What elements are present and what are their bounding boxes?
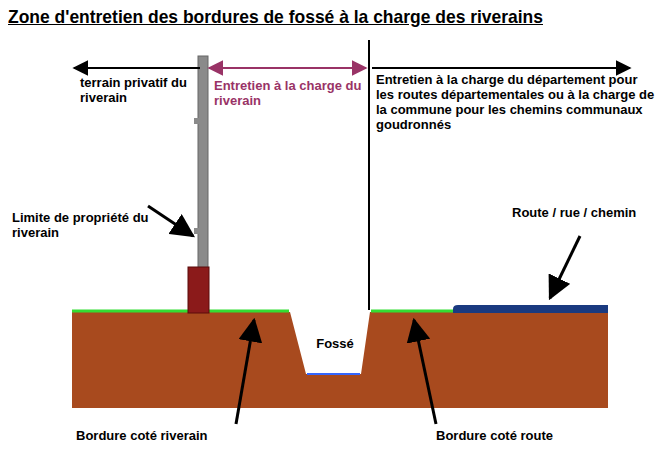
zone-arrow <box>74 67 200 69</box>
zone-arrow <box>372 67 630 69</box>
ditch-label: Fossé <box>312 336 358 351</box>
leader-arrow <box>414 320 436 424</box>
grass-strip <box>72 310 289 313</box>
zone-arrow <box>209 67 366 69</box>
callout-label: Limite de propriété du riverain <box>12 210 152 240</box>
road <box>453 305 608 313</box>
fence-base <box>188 267 209 313</box>
leader-arrow <box>550 236 580 298</box>
callout-label: Route / rue / chemin <box>512 205 658 220</box>
grass-strip <box>371 310 456 313</box>
ditch-water <box>307 373 360 375</box>
limit-line <box>368 40 370 310</box>
fence-post <box>198 56 208 268</box>
leader-arrow <box>148 206 193 236</box>
zone-label: terrain privatif du riverain <box>80 75 198 105</box>
fence-tab <box>194 228 199 234</box>
fence-tab <box>194 118 199 124</box>
leader-arrow <box>236 320 254 424</box>
title: Zone d'entretien des bordures de fossé à… <box>8 6 543 28</box>
zone-label: Entretien à la charge du département pou… <box>376 72 656 132</box>
zone-label: Entretien à la charge du riverain <box>214 78 364 108</box>
callout-label: Bordure coté route <box>436 428 636 443</box>
ground <box>72 312 608 408</box>
callout-label: Bordure coté riverain <box>76 428 276 443</box>
